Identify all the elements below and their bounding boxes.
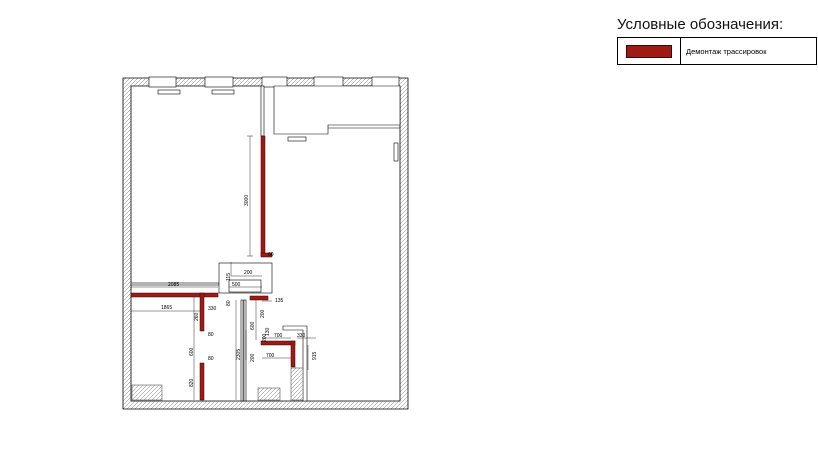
- window: [148, 76, 177, 88]
- window: [261, 76, 288, 88]
- window: [204, 76, 234, 88]
- partitions: [130, 85, 401, 402]
- dimension-label: 3000: [244, 195, 250, 206]
- fixture: [131, 384, 163, 401]
- demolition-routes: [130, 135, 296, 401]
- dimension-labels: 3000 60 115 200 2085 500 135 1865 260 80…: [161, 195, 318, 387]
- legend-label: Демонтаж трассировок: [686, 46, 767, 56]
- legend-swatch-cell: [618, 38, 681, 64]
- route-segment: [260, 252, 273, 258]
- dimension-label: 330: [297, 333, 306, 339]
- dimension-lines: [131, 135, 316, 400]
- route-segment: [249, 295, 269, 301]
- fixture: [257, 387, 281, 401]
- dimension-label: 80: [226, 300, 232, 306]
- radiator: [211, 89, 235, 95]
- duct-block-inner: [228, 279, 262, 293]
- dimension-label: 700: [274, 333, 283, 339]
- dimension-label: 130: [265, 327, 271, 336]
- radiator: [287, 136, 307, 142]
- partition: [240, 299, 244, 402]
- radiator: [157, 89, 181, 95]
- radiator: [393, 142, 399, 162]
- dimension-label: 1865: [161, 305, 172, 311]
- radiators: [157, 89, 399, 162]
- dimension-label: 80: [208, 356, 214, 362]
- outer-walls: [122, 77, 409, 410]
- legend-box: Демонтаж трассировок: [617, 37, 817, 65]
- route-segment: [130, 292, 219, 298]
- dimension-label: 915: [312, 351, 318, 360]
- dimension-label: 2085: [168, 282, 179, 288]
- dimension-label: 80: [208, 332, 214, 338]
- window: [371, 76, 400, 88]
- dimension-label: 115: [226, 273, 232, 281]
- dimension-label: 200: [244, 270, 253, 276]
- fixtures: [131, 367, 304, 401]
- dimension-label: 200: [250, 353, 256, 362]
- windows: [148, 76, 400, 88]
- route-segment: [260, 135, 266, 257]
- route-segment: [290, 340, 296, 368]
- dimension-label: 200: [260, 309, 266, 318]
- dimension-label: 260: [194, 312, 200, 321]
- balcony-block: [273, 85, 401, 135]
- dimension-label: 200: [262, 333, 268, 342]
- dimension-label: 700: [266, 353, 275, 359]
- fixture: [290, 367, 304, 401]
- dimension-label: 330: [208, 306, 217, 312]
- outer-wall: [122, 77, 409, 410]
- partition: [243, 299, 247, 402]
- dimension-label: 500: [232, 282, 241, 288]
- wall-left-room-right: [260, 85, 265, 137]
- dimension-label: 2305: [236, 349, 242, 360]
- dimension-label: 600: [189, 347, 195, 356]
- bath-wall: [282, 325, 308, 402]
- route-segment: [199, 292, 205, 332]
- legend-swatch-demolition: [626, 44, 672, 58]
- legend-title: Условные обозначения:: [617, 16, 784, 33]
- dimension-label: 135: [275, 298, 284, 304]
- dimension-label: 60: [268, 252, 274, 258]
- route-segment: [199, 362, 205, 401]
- dimension-label: 600: [250, 321, 256, 330]
- window: [313, 76, 344, 88]
- dimension-label: 820: [189, 378, 195, 387]
